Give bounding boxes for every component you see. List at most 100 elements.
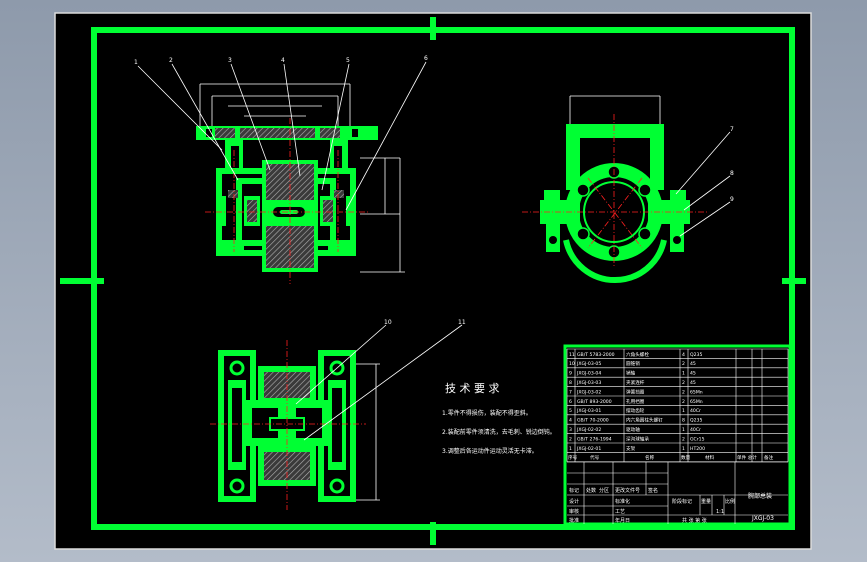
bom-cell-name: 驱动轴 [626, 426, 640, 433]
bom-cell-qty: 1 [682, 427, 685, 433]
bom-cell-material: 45 [690, 361, 696, 367]
bom-cell-qty: 4 [682, 352, 685, 358]
bom-cell-material: HT200 [690, 446, 705, 452]
tb-label-sheet: 共 张 第 张 [682, 517, 707, 524]
leader-label: 10 [384, 319, 392, 326]
bom-cell-name: 弹簧挡圈 [626, 388, 645, 395]
center-marks [60, 17, 806, 545]
bom-cell-no: 3 [569, 427, 572, 433]
bom-cell-qty: 2 [682, 436, 685, 442]
front-section-view: 1 2 3 4 5 6 [134, 55, 428, 284]
bom-cell-name: 孔用挡圈 [626, 398, 645, 405]
bom-cell-material: 45 [690, 371, 696, 377]
bom-cell-no: 9 [569, 371, 572, 377]
bom-cell-code: JXGJ-03-05 [576, 361, 601, 367]
top-view: 10 11 [210, 319, 466, 510]
bom-cell-name: 深沟球轴承 [626, 435, 649, 442]
bom-cell-qty: 2 [682, 389, 685, 395]
tb-scale-value: 1:1 [716, 509, 724, 515]
bom-cell-no: 4 [569, 418, 572, 424]
leader-label: 5 [346, 57, 350, 64]
bom-cell-code: JXGJ-03-04 [576, 371, 601, 377]
side-view: 7 8 9 [522, 95, 734, 284]
bom-cell-no: 11 [569, 352, 575, 358]
bom-cell-no: 1 [569, 446, 572, 452]
technical-notes: 技 术 要 求 1.零件不得损伤，装配不得歪斜。 2.装配前零件须清洗，去毛刺、… [442, 382, 556, 455]
tb-label-change: 更改文件号 [615, 487, 640, 494]
bom-cell-qty: 2 [682, 399, 685, 405]
tb-label-scale: 比例 [725, 498, 735, 505]
tb-label-count: 处数 [586, 487, 596, 494]
bom-cell-qty: 1 [682, 408, 685, 414]
tb-label-date: 年月日 [615, 517, 630, 524]
bom-cell-no: 7 [569, 389, 572, 395]
leader-label: 2 [169, 57, 173, 64]
bom-cell-code: GB/T 5783-2000 [577, 352, 615, 358]
bom-cell-name: 圆锥销 [626, 360, 640, 367]
bom-cell-code: JXGJ-03-02 [576, 389, 601, 395]
tb-label-weight: 重量 [701, 498, 711, 505]
bom-cell-no: 10 [569, 361, 575, 367]
leader-label: 11 [458, 319, 466, 326]
leader-label: 4 [281, 57, 285, 64]
bom-cell-code: GB/T 276-1994 [577, 436, 612, 442]
bom-cell-material: Q235 [690, 352, 702, 358]
bom-cell-material: 40Cr [690, 427, 701, 433]
leader-label: 6 [424, 55, 428, 62]
bom-cell-name: 内六角圆柱头螺钉 [626, 417, 663, 424]
tb-label-zone: 分区 [599, 487, 609, 494]
bom-cell-code: GB/T 70-2000 [577, 418, 609, 424]
drawing-background [54, 12, 812, 550]
tb-label-design: 设计 [569, 498, 579, 505]
leader-label: 8 [730, 170, 734, 177]
bom-cell-no: 5 [569, 408, 572, 414]
bom-header-qty: 数量 [681, 454, 691, 461]
notes-heading: 技 术 要 求 [445, 382, 500, 395]
bom-cell-qty: 1 [682, 446, 685, 452]
bom-cell-material: 40Cr [690, 408, 701, 414]
bom-cell-material: 65Mn [690, 399, 703, 405]
bom-cell-code: JXGJ-03-01 [576, 408, 601, 414]
bom-header-material: 材料 [705, 454, 715, 461]
bom-header-remark: 备注 [764, 454, 774, 461]
bom-cell-no: 6 [569, 399, 572, 405]
note-item: 1.零件不得损伤，装配不得歪斜。 [442, 409, 532, 417]
bom-cell-name: 夹紧连杆 [626, 379, 645, 386]
bom-header-mass: 单件 总计 [737, 454, 757, 461]
bom-cell-name: 六角头螺栓 [626, 351, 649, 358]
bom-cell-material: 45 [690, 380, 696, 386]
bom-cell-code: JXGJ-03-03 [576, 380, 601, 386]
bom-header-no: 序号 [568, 454, 578, 461]
leader-label: 9 [730, 196, 734, 203]
bom-cell-code: GB/T 893-2000 [577, 399, 612, 405]
bom-cell-qty: 1 [682, 371, 685, 377]
tb-label-sign: 签名 [648, 487, 658, 494]
tb-label-approve: 批准 [569, 517, 579, 524]
tb-label-standard: 标准化 [615, 498, 630, 505]
bom-cell-code: JXGJ-02-02 [576, 427, 601, 433]
tb-label-mark: 标记 [569, 487, 579, 494]
tb-drawing-name: 腕部总装 [748, 492, 772, 500]
bom-cell-qty: 2 [682, 380, 685, 386]
bom-cell-material: 65Mn [690, 389, 703, 395]
tb-label-check: 审核 [569, 508, 579, 515]
bom-cell-material: GCr15 [690, 436, 705, 442]
bom-header-code: 代号 [590, 454, 600, 461]
bom-header-name: 名称 [645, 454, 655, 461]
leader-label: 1 [134, 59, 138, 66]
bom-cell-no: 2 [569, 436, 572, 442]
tb-label-process: 工艺 [615, 509, 625, 515]
bom-cell-no: 8 [569, 380, 572, 386]
tb-label-stage: 阶段标记 [672, 498, 692, 505]
note-item: 3.调整后各运动件运动灵活无卡滞。 [442, 447, 538, 455]
note-item: 2.装配前零件须清洗，去毛刺、锐边倒钝。 [442, 428, 556, 436]
bom-cell-name: 销轴 [626, 370, 636, 377]
tb-drawing-number: JXGJ-03 [751, 515, 774, 522]
bom-cell-qty: 8 [682, 418, 685, 424]
leader-label: 3 [228, 57, 232, 64]
bom-cell-material: Q235 [690, 418, 702, 424]
leader-label: 7 [730, 126, 734, 133]
bom-cell-code: JXGJ-02-01 [576, 446, 601, 452]
